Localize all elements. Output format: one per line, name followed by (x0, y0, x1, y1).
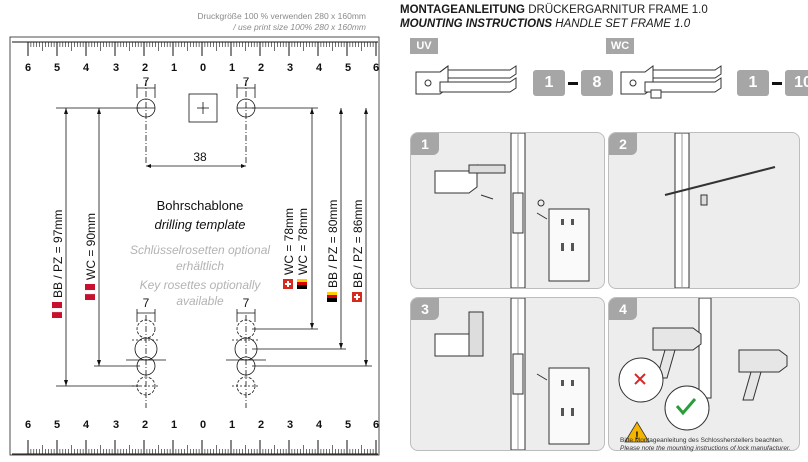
ruler-bottom-label: 4 (316, 419, 323, 431)
ruler-bottom-label: 6 (373, 419, 379, 431)
wrong-cross-icon (634, 373, 646, 385)
uv-step-to: 8 (581, 70, 613, 96)
step-1-illustration (434, 133, 590, 288)
top-ruler (12, 41, 378, 56)
ruler-bottom-label: 1 (171, 419, 177, 431)
step-panel-4: 4 ! (608, 297, 800, 451)
dim-7-bottom-right: 7 (243, 296, 250, 310)
print-size-de: Druckgröße 100 % verwenden 280 x 160mm (197, 11, 366, 21)
dim-7-bottom-left: 7 (143, 296, 150, 310)
ruler-bottom-label: 2 (142, 419, 148, 431)
austria-flag-icon (52, 312, 62, 318)
step-panel-1: 1 (410, 132, 605, 289)
ruler-top-label: 3 (287, 62, 293, 74)
wc-step-from: 1 (737, 70, 769, 96)
step-3-illustration (434, 298, 590, 450)
uv-badge: UV (410, 38, 438, 54)
germany-flag-icon (297, 285, 307, 289)
template-title-de: Bohrschablone (157, 198, 244, 213)
ruler-bottom-label: 0 (200, 419, 206, 431)
wc-badge: WC (606, 38, 634, 54)
step-4-illustration: ! (618, 298, 788, 443)
label-bb-97: BB / PZ = 97mm (51, 210, 65, 298)
uv-handle-icon (415, 65, 517, 95)
svg-text:!: ! (635, 430, 639, 442)
label-bb-80: BB / PZ = 80mm (326, 200, 340, 288)
ruler-bottom-label: 4 (83, 419, 90, 431)
uv-step-range: 1 8 (533, 70, 613, 96)
ruler-top-label: 6 (25, 62, 31, 74)
manufacturer-note: Bitte Montageanleitung des Schlossherste… (620, 437, 791, 453)
step-panel-2: 2 (608, 132, 800, 289)
dim-38: 38 (193, 150, 207, 164)
header-en-bold: MOUNTING INSTRUCTIONS (400, 18, 553, 30)
ruler-top-label: 1 (229, 62, 235, 74)
ruler-bottom-label: 5 (54, 419, 60, 431)
ruler-top-label: 4 (83, 62, 90, 74)
ruler-top-label: 2 (142, 62, 148, 74)
spindle-square (188, 93, 218, 123)
header-de-bold: MONTAGEANLEITUNG (400, 4, 526, 16)
ruler-top-label: 3 (113, 62, 119, 74)
step-number-3: 3 (411, 298, 439, 320)
instructions-header: MONTAGEANLEITUNG DRÜCKERGARNITUR FRAME 1… (400, 3, 800, 31)
drilling-template: Druckgröße 100 % verwenden 280 x 160mm /… (9, 11, 380, 456)
step-number-1: 1 (411, 133, 439, 155)
ruler-top-label: 5 (54, 62, 60, 74)
wc-step-range: 1 10 (737, 70, 808, 96)
step-number-4: 4 (609, 298, 637, 320)
wc-handle-icon (620, 65, 722, 99)
ruler-top-label: 4 (316, 62, 323, 74)
label-wc-78-ch: WC = 78mm (282, 208, 296, 275)
wc-step-to: 10 (785, 70, 808, 96)
label-bb-86: BB / PZ = 86mm (351, 200, 365, 288)
rosette-note-de-2: erhältlich (176, 259, 224, 273)
ruler-top-label: 6 (373, 62, 379, 74)
austria-flag-icon (85, 294, 95, 300)
ruler-bottom-label: 3 (287, 419, 293, 431)
note-en: Please note the mounting instructions of… (620, 445, 791, 452)
ruler-bottom-label: 5 (345, 419, 351, 431)
uv-step-from: 1 (533, 70, 565, 96)
header-en-rest: HANDLE SET FRAME 1.0 (552, 18, 691, 30)
label-wc-78-de: WC = 78mm (296, 208, 310, 275)
print-size-en: / use print size 100% 280 x 160mm (232, 22, 366, 32)
rosette-note-en-2: available (176, 294, 224, 308)
dim-7-top-left: 7 (143, 75, 150, 89)
note-de: Bitte Montageanleitung des Schlossherste… (620, 437, 784, 444)
dim-7-top-right: 7 (243, 75, 250, 89)
mounting-instructions: MONTAGEANLEITUNG DRÜCKERGARNITUR FRAME 1… (390, 0, 808, 462)
header-de-rest: DRÜCKERGARNITUR FRAME 1.0 (525, 4, 708, 16)
template-frame (9, 36, 380, 456)
ruler-bottom-label: 2 (258, 419, 264, 431)
bottom-ruler (12, 440, 378, 455)
ruler-bottom-label: 1 (229, 419, 235, 431)
ruler-top-label: 1 (171, 62, 177, 74)
warning-icon (624, 421, 650, 443)
ruler-bottom-label: 6 (25, 419, 31, 431)
germany-flag-icon (327, 298, 337, 302)
template-title-en: drilling template (154, 217, 245, 232)
ruler-bottom-label: 3 (113, 419, 119, 431)
step-2-illustration (664, 133, 776, 288)
ruler-top-label: 5 (345, 62, 351, 74)
rosette-note-de-1: Schlüsselrosetten optional (130, 243, 270, 257)
step-number-2: 2 (609, 133, 637, 155)
ruler-top-label: 0 (200, 62, 206, 74)
ruler-top-label: 2 (258, 62, 264, 74)
correct-check-icon (675, 398, 697, 416)
label-wc-90: WC = 90mm (84, 213, 98, 280)
rosette-note-en-1: Key rosettes optionally (140, 278, 262, 292)
step-panel-3: 3 (410, 297, 605, 451)
